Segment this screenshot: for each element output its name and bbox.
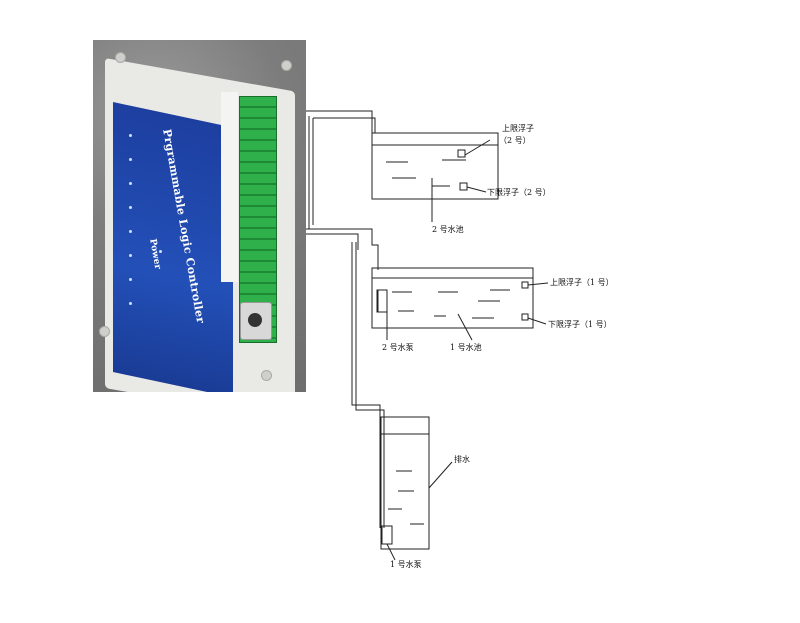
power-led-icon [159,250,162,253]
pool-1-label: 1 号水池 [450,343,482,352]
indicator-led-icon [129,182,132,185]
pool-2-label: 2 号水池 [432,225,464,234]
upper-float-1-label: 上限浮子（1 号） [550,278,614,287]
cable-to-tank-1 [306,228,379,270]
pump-2-icon [376,289,388,313]
terminal-label-strip [221,92,238,282]
lower-float-2-icon [459,182,468,191]
lower-float-1-icon [521,313,529,321]
indicator-led-icon [129,302,132,305]
mounting-hole-icon [99,326,110,337]
pump-1-icon [381,525,393,545]
tank-1 [371,267,534,329]
green-terminal-block [239,96,277,343]
upper-float-2-label: 上限浮子 [502,124,534,133]
cable-to-pump-1 [351,242,381,528]
indicator-led-icon [129,278,132,281]
cable-to-tank-2 [306,110,373,133]
mounting-hole-icon [115,52,126,63]
upper-float-2-number-label: （2 号） [499,136,531,145]
plc-device-photo: Prgrammable Logic Controller Power [93,40,306,392]
tank-2 [371,132,499,200]
mounting-hole-icon [281,60,292,71]
pump-2-label: 2 号水泵 [382,343,414,352]
indicator-led-icon [129,206,132,209]
lower-float-1-label: 下限浮子（1 号） [548,320,612,329]
drain-label: 排水 [454,455,470,464]
indicator-led-icon [129,230,132,233]
indicator-led-icon [129,254,132,257]
indicator-led-icon [129,134,132,137]
upper-float-2-icon [457,149,466,158]
mounting-hole-icon [261,370,272,381]
well-tank [380,416,430,550]
pump-1-label: 1 号水泵 [390,560,422,569]
upper-float-1-icon [521,281,529,289]
indicator-led-icon [129,158,132,161]
lower-float-2-label: 下限浮子（2 号） [487,188,551,197]
serial-port [240,302,272,340]
